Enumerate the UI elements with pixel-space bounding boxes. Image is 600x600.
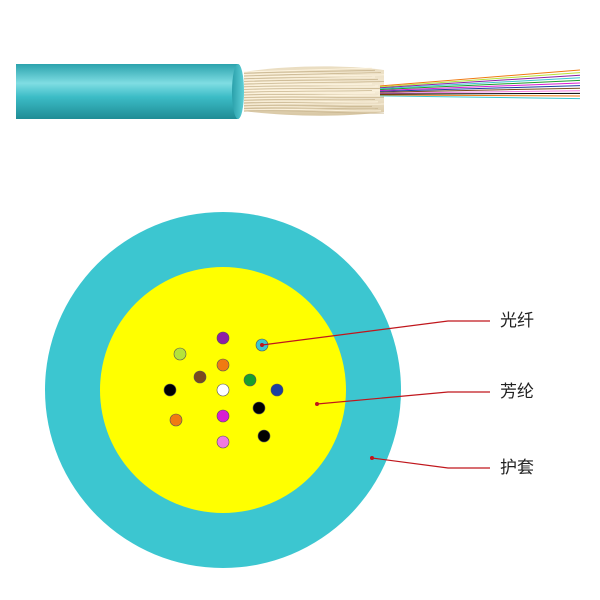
leader-dot-fiber bbox=[260, 343, 264, 347]
fiber-dot bbox=[257, 429, 271, 443]
aramid-yarn-strand bbox=[243, 78, 379, 82]
fiber-dot bbox=[270, 383, 284, 397]
aramid-yarn-strand bbox=[243, 87, 382, 90]
fiber-strand bbox=[379, 87, 581, 93]
leader-line-jacket bbox=[371, 457, 490, 469]
fiber-dot bbox=[169, 413, 183, 427]
leader-line-aramid bbox=[316, 391, 490, 405]
fiber-strand bbox=[379, 85, 581, 92]
aramid-yarn-strand bbox=[243, 110, 385, 114]
leader-line-fiber bbox=[261, 320, 490, 346]
aramid-yarn-strand bbox=[243, 76, 376, 81]
fiber-strand bbox=[379, 74, 581, 89]
leader-dot-jacket bbox=[370, 456, 374, 460]
fiber-dot bbox=[216, 409, 230, 423]
aramid-yarn-strand bbox=[243, 107, 379, 110]
fiber-dot bbox=[243, 373, 257, 387]
fiber-dot bbox=[216, 358, 230, 372]
fiber-dot bbox=[193, 370, 207, 384]
fiber-strand bbox=[379, 77, 581, 90]
cable-jacket-end bbox=[232, 64, 244, 119]
aramid-yarn-strand bbox=[243, 81, 385, 85]
fiber-strands bbox=[379, 69, 581, 100]
fiber-dot bbox=[173, 347, 187, 361]
label-aramid: 芳纶 bbox=[500, 382, 534, 402]
fiber-dot bbox=[216, 331, 230, 345]
fiber-dot bbox=[163, 383, 177, 397]
fiber-dot bbox=[216, 435, 230, 449]
label-fiber: 光纤 bbox=[500, 311, 534, 331]
aramid-yarn-strand bbox=[243, 67, 373, 73]
aramid-yarn-strand bbox=[243, 103, 385, 105]
cable-side-view-icon bbox=[16, 64, 581, 119]
fiber-strand bbox=[379, 95, 581, 100]
aramid-yarn-strand bbox=[243, 108, 382, 112]
aramid-yarn-strand bbox=[243, 83, 373, 86]
aramid-yarn-strand bbox=[243, 85, 379, 89]
aramid-yarn-strand bbox=[243, 99, 376, 101]
aramid-yarn-strand bbox=[243, 69, 376, 74]
fiber-strand bbox=[379, 94, 581, 97]
aramid-yarn-strand bbox=[243, 74, 385, 78]
aramid-yarn-bundle bbox=[243, 66, 385, 116]
cable-jacket-body bbox=[16, 64, 238, 119]
aramid-yarn-strand bbox=[243, 90, 373, 93]
fiber-dot bbox=[216, 383, 230, 397]
fiber-strand bbox=[379, 92, 581, 95]
leader-dot-aramid bbox=[315, 402, 319, 406]
aramid-yarn-strand bbox=[243, 96, 385, 99]
label-jacket: 护套 bbox=[500, 458, 534, 478]
fiber-strand bbox=[379, 79, 581, 91]
aramid-yarn-strand bbox=[243, 104, 373, 107]
leader-lines bbox=[260, 320, 490, 469]
aramid-yarn-strand bbox=[243, 94, 382, 97]
aramid-yarn-strand bbox=[243, 100, 379, 103]
fiber-strand bbox=[379, 82, 581, 91]
fiber-dot bbox=[252, 401, 266, 415]
aramid-yarn-strand bbox=[243, 92, 376, 94]
fiber-strand bbox=[379, 72, 581, 88]
fiber-strand bbox=[379, 90, 581, 94]
aramid-yarn-strand bbox=[243, 72, 382, 77]
fiber-strand bbox=[379, 69, 581, 87]
